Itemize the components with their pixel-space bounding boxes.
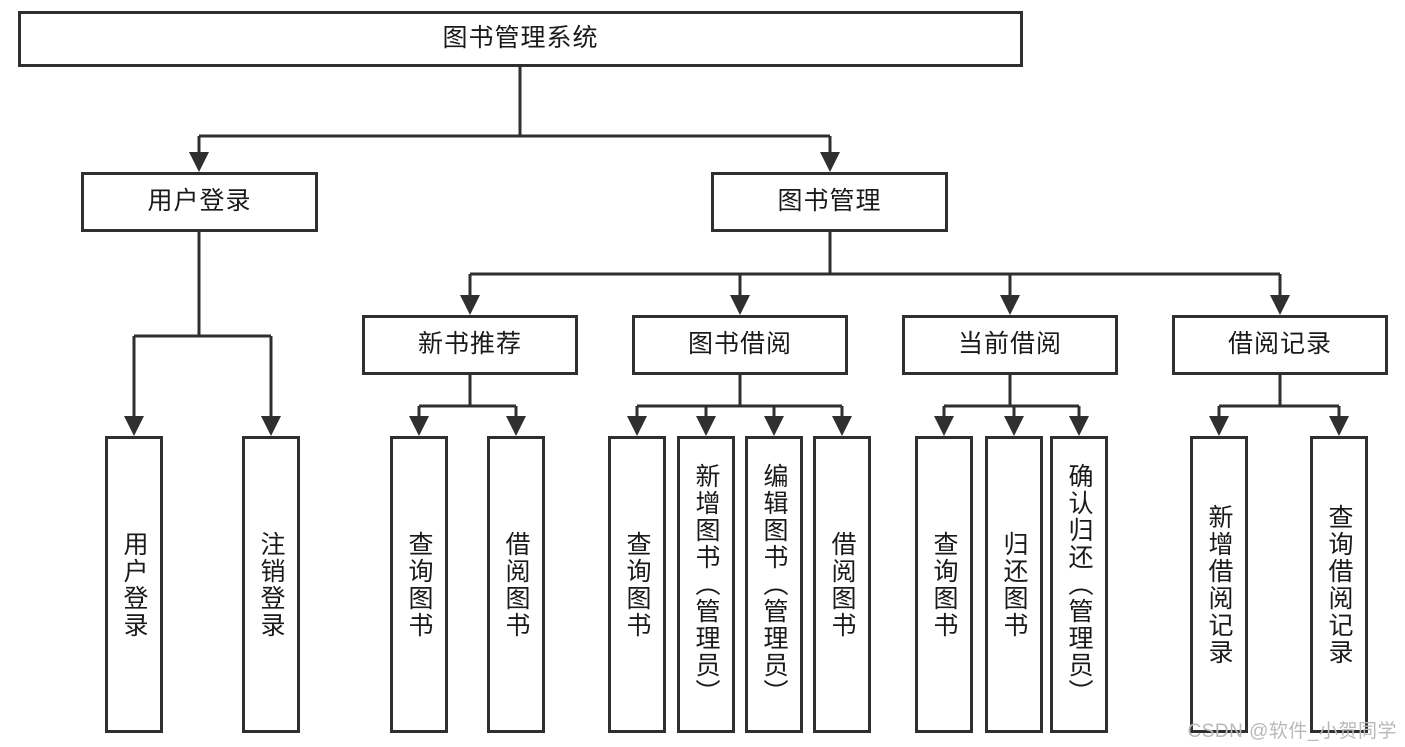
node-new-book-recommendation[interactable]: 新书推荐 — [362, 315, 578, 375]
node-label: 查询图书 — [405, 530, 433, 639]
leaf-add-borrowing-record[interactable]: 新增借阅记录 — [1190, 436, 1248, 733]
node-label: 查询借阅记录 — [1325, 503, 1353, 666]
node-label: 用户登录 — [147, 187, 252, 216]
node-label: 新增图书（管理员） — [692, 463, 720, 706]
node-borrowing-record[interactable]: 借阅记录 — [1172, 315, 1388, 375]
leaf-logout[interactable]: 注销登录 — [242, 436, 300, 733]
node-label: 注销登录 — [257, 530, 285, 639]
leaf-query-books-borrowing[interactable]: 查询图书 — [608, 436, 666, 733]
node-label: 借阅记录 — [1227, 330, 1332, 359]
node-label: 当前借阅 — [957, 330, 1062, 359]
node-user-login[interactable]: 用户登录 — [81, 172, 318, 232]
leaf-return-books[interactable]: 归还图书 — [985, 436, 1043, 733]
leaf-query-borrowing-record[interactable]: 查询借阅记录 — [1310, 436, 1368, 733]
node-label: 查询图书 — [930, 530, 958, 639]
leaf-add-book-admin[interactable]: 新增图书（管理员） — [677, 436, 735, 733]
node-label: 图书借阅 — [687, 330, 792, 359]
node-label: 图书管理系统 — [442, 24, 599, 53]
watermark: CSDN @软件_小贺同学 — [1187, 721, 1397, 742]
leaf-borrow-books-borrowing[interactable]: 借阅图书 — [813, 436, 871, 733]
node-book-borrowing[interactable]: 图书借阅 — [632, 315, 848, 375]
node-label: 用户登录 — [120, 530, 148, 639]
node-current-borrowing[interactable]: 当前借阅 — [902, 315, 1118, 375]
node-label: 归还图书 — [1000, 530, 1028, 639]
node-label: 编辑图书（管理员） — [760, 463, 788, 706]
node-root-library-management-system[interactable]: 图书管理系统 — [18, 11, 1023, 67]
node-label: 确认归还（管理员） — [1065, 463, 1093, 706]
node-label: 图书管理 — [777, 187, 882, 216]
leaf-query-books-recommendation[interactable]: 查询图书 — [390, 436, 448, 733]
leaf-confirm-return-admin[interactable]: 确认归还（管理员） — [1050, 436, 1108, 733]
leaf-query-books-current[interactable]: 查询图书 — [915, 436, 973, 733]
leaf-borrow-books-recommendation[interactable]: 借阅图书 — [487, 436, 545, 733]
node-book-management[interactable]: 图书管理 — [711, 172, 948, 232]
leaf-user-login[interactable]: 用户登录 — [105, 436, 163, 733]
node-label: 查询图书 — [623, 530, 651, 639]
node-label: 新增借阅记录 — [1205, 503, 1233, 666]
leaf-edit-book-admin[interactable]: 编辑图书（管理员） — [745, 436, 803, 733]
node-label: 借阅图书 — [828, 530, 856, 639]
node-label: 借阅图书 — [502, 530, 530, 639]
node-label: 新书推荐 — [417, 330, 522, 359]
